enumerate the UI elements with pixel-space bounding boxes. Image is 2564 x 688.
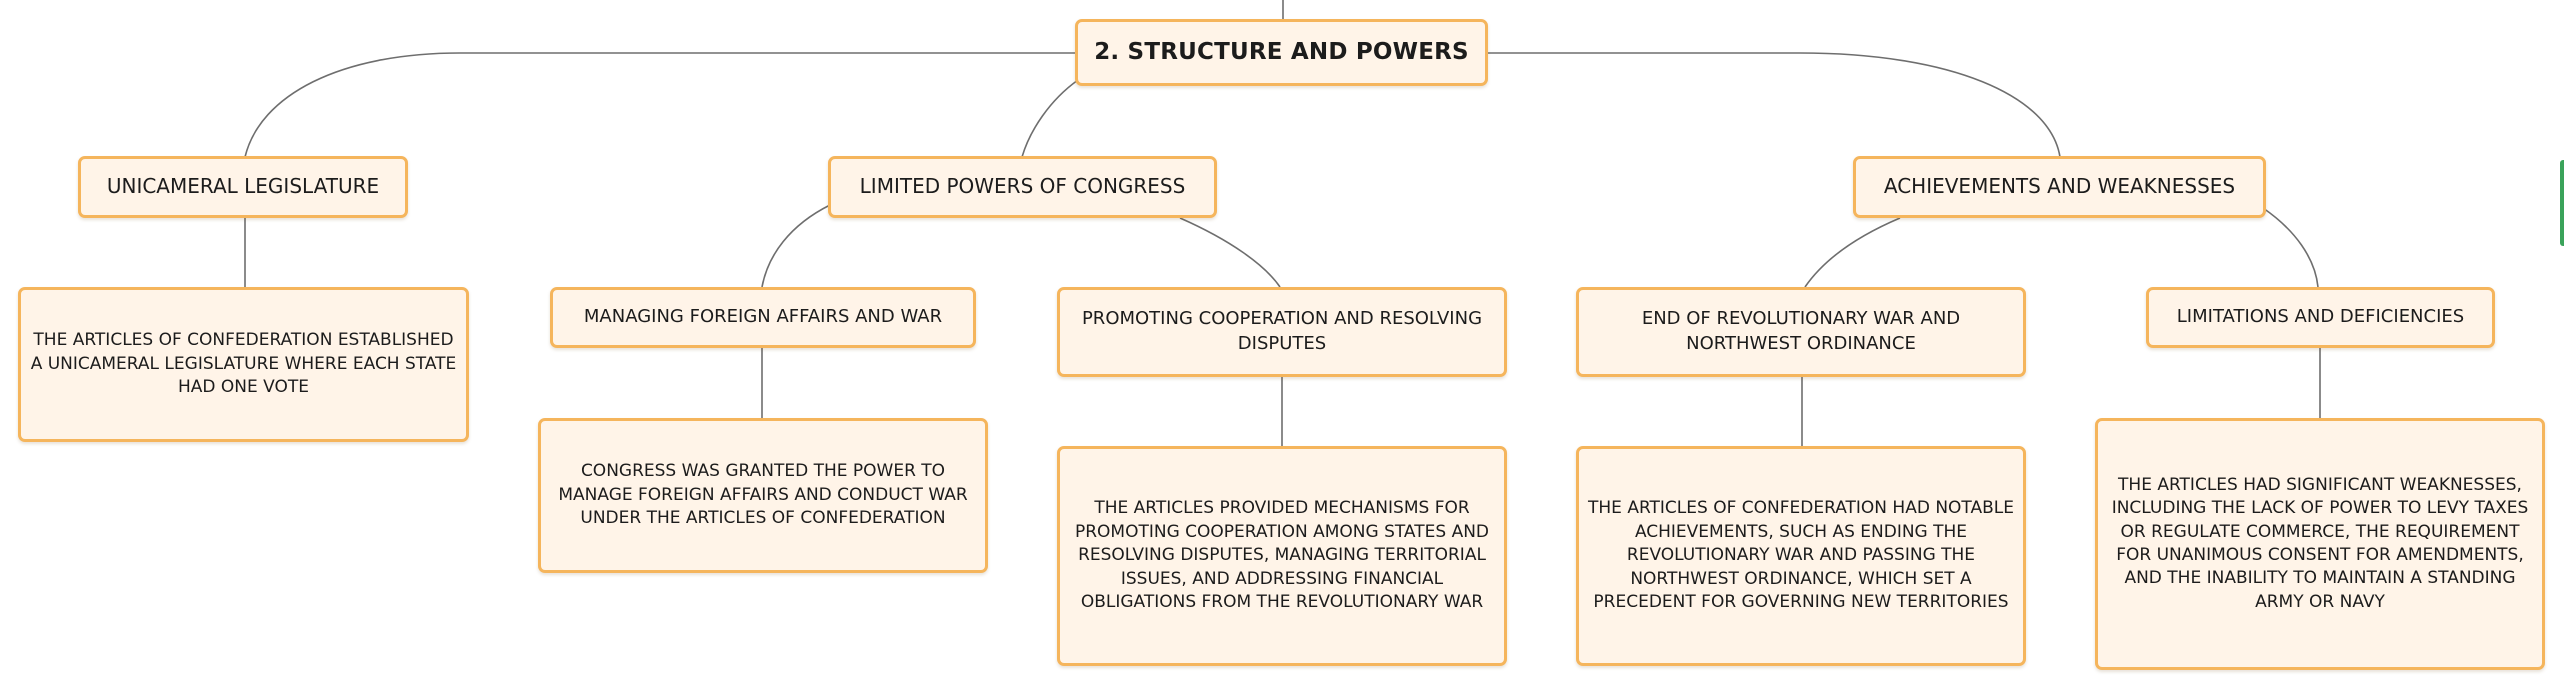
leaf-text: THE ARTICLES OF CONFEDERATION ESTABLISHE… — [30, 330, 457, 398]
leaf-text: THE ARTICLES OF CONFEDERATION HAD NOTABL… — [1588, 498, 2014, 613]
root-topic-label: 2. STRUCTURE AND POWERS — [1094, 38, 1469, 65]
leaf-end-of-war-detail[interactable]: THE ARTICLES OF CONFEDERATION HAD NOTABL… — [1576, 446, 2026, 666]
topic-limited-powers-of-congress[interactable]: LIMITED POWERS OF CONGRESS — [828, 156, 1217, 218]
topic-label: ACHIEVEMENTS AND WEAKNESSES — [1883, 174, 2236, 199]
leaf-unicameral-detail[interactable]: THE ARTICLES OF CONFEDERATION ESTABLISHE… — [18, 287, 469, 442]
side-panel-tab[interactable] — [2560, 160, 2564, 246]
connector-limited-to-cooperation — [1179, 217, 1281, 288]
connector-achievements-to-end-of-war — [1804, 217, 1901, 288]
topic-achievements-and-weaknesses[interactable]: ACHIEVEMENTS AND WEAKNESSES — [1853, 156, 2266, 218]
subtopic-promoting-cooperation[interactable]: PROMOTING COOPERATION AND RESOLVING DISP… — [1057, 287, 1507, 377]
topic-unicameral-legislature[interactable]: UNICAMERAL LEGISLATURE — [78, 156, 408, 218]
subtopic-limitations-and-deficiencies[interactable]: LIMITATIONS AND DEFICIENCIES — [2146, 287, 2495, 348]
root-topic[interactable]: 2. STRUCTURE AND POWERS — [1075, 19, 1488, 86]
connector-achievements-to-limitations — [2262, 207, 2319, 288]
subtopic-label: END OF REVOLUTIONARY WAR AND NORTHWEST O… — [1641, 308, 1961, 354]
subtopic-managing-foreign-affairs[interactable]: MANAGING FOREIGN AFFAIRS AND WAR — [550, 287, 976, 348]
leaf-limitations-detail[interactable]: THE ARTICLES HAD SIGNIFICANT WEAKNESSES,… — [2095, 418, 2545, 670]
topic-label: UNICAMERAL LEGISLATURE — [106, 174, 380, 199]
leaf-cooperation-detail[interactable]: THE ARTICLES PROVIDED MECHANISMS FOR PRO… — [1057, 446, 1507, 666]
subtopic-label: LIMITATIONS AND DEFICIENCIES — [2176, 306, 2465, 328]
connector-limited-to-foreign — [761, 204, 831, 288]
subtopic-label: PROMOTING COOPERATION AND RESOLVING DISP… — [1081, 308, 1483, 354]
leaf-foreign-affairs-detail[interactable]: CONGRESS WAS GRANTED THE POWER TO MANAGE… — [538, 418, 988, 573]
subtopic-end-of-revolutionary-war[interactable]: END OF REVOLUTIONARY WAR AND NORTHWEST O… — [1576, 287, 2026, 377]
leaf-text: THE ARTICLES HAD SIGNIFICANT WEAKNESSES,… — [2111, 474, 2529, 612]
connector-root-to-limited-powers — [1021, 79, 1079, 158]
topic-label: LIMITED POWERS OF CONGRESS — [859, 174, 1186, 199]
leaf-text: THE ARTICLES PROVIDED MECHANISMS FOR PRO… — [1074, 498, 1490, 613]
connector-root-to-unicameral — [244, 52, 1078, 158]
connector-root-to-achievements — [1487, 52, 2061, 158]
leaf-text: CONGRESS WAS GRANTED THE POWER TO MANAGE… — [558, 461, 968, 529]
subtopic-label: MANAGING FOREIGN AFFAIRS AND WAR — [583, 306, 943, 328]
